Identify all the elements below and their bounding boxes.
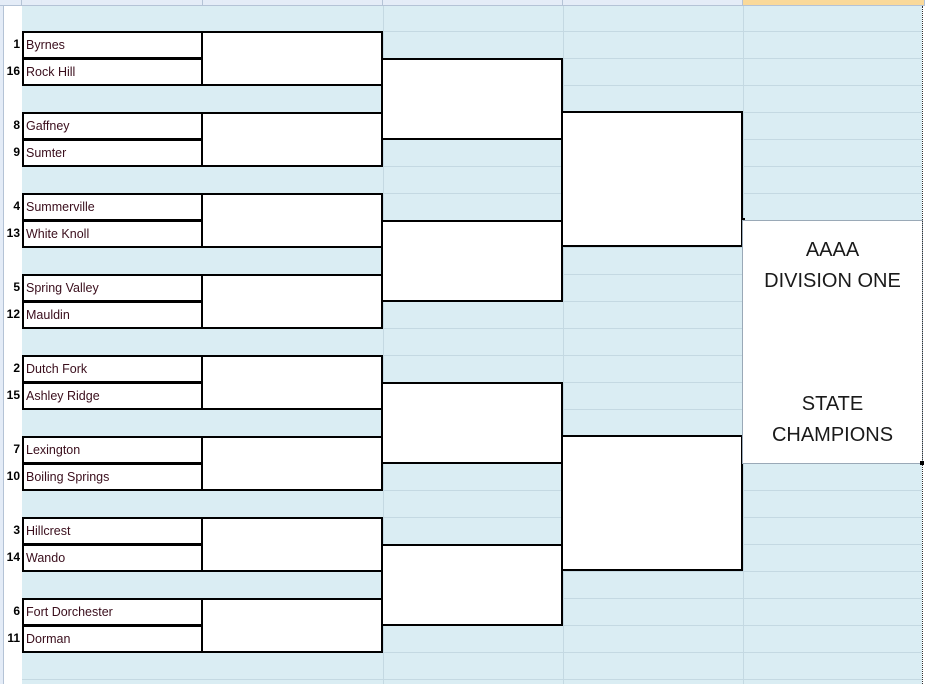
team-cell[interactable]: Mauldin [22,301,203,329]
champion-subtitle-line1: STATE [801,393,864,415]
champion-subtitle: STATE CHAMPIONS [743,389,922,451]
team-cell[interactable]: Summerville [22,193,203,221]
gridline-horizontal [22,490,922,491]
gridline-horizontal [22,193,922,194]
gridline-horizontal [22,652,922,653]
round2-box[interactable] [201,274,383,329]
seed-number: 5 [13,280,20,294]
column-header-a[interactable] [0,0,22,6]
column-header-c[interactable] [203,0,383,6]
round2-box[interactable] [201,31,383,86]
team-cell[interactable]: Gaffney [22,112,203,140]
team-cell[interactable]: Boiling Springs [22,463,203,491]
column-header-b[interactable] [22,0,203,6]
seed-number: 14 [6,550,20,564]
bracket-connector [381,462,563,464]
round3-box[interactable] [381,382,563,464]
round2-box[interactable] [201,517,383,572]
column-header-d[interactable] [383,0,563,6]
champion-title-line1: AAAA [805,239,860,261]
seed-number: 12 [6,307,20,321]
seed-number: 1 [13,37,20,51]
team-cell[interactable]: Ashley Ridge [22,382,203,410]
round2-box[interactable] [201,355,383,410]
round2-box[interactable] [201,193,383,248]
gridline-horizontal [22,166,922,167]
round4-box[interactable] [561,435,743,571]
column-header-e[interactable] [563,0,743,6]
seed-number: 16 [6,64,20,78]
champion-box[interactable]: AAAA DIVISION ONE STATE CHAMPIONS [742,220,923,464]
bracket-connector [741,218,745,220]
gridline-vertical [563,6,564,684]
champion-subtitle-line2: CHAMPIONS [771,424,894,446]
team-cell[interactable]: Hillcrest [22,517,203,545]
team-cell[interactable]: Rock Hill [22,58,203,86]
page-break-line [922,6,923,684]
team-cell[interactable]: Wando [22,544,203,572]
bracket-connector [381,624,563,626]
round2-box[interactable] [201,436,383,491]
round4-box[interactable] [561,111,743,247]
seed-number: 4 [13,199,20,213]
seed-number: 9 [13,145,20,159]
round3-box[interactable] [381,58,563,140]
team-cell[interactable]: Sumter [22,139,203,167]
bracket-connector [561,569,743,571]
gridline-horizontal [22,355,922,356]
team-cell[interactable]: Fort Dorchester [22,598,203,626]
bracket-connector [381,138,563,140]
team-cell[interactable]: Dorman [22,625,203,653]
gridline-horizontal [22,31,922,32]
seed-number: 13 [6,226,20,240]
seed-number: 8 [13,118,20,132]
gridline-horizontal [22,328,922,329]
seed-number: 6 [13,604,20,618]
gridline-vertical [383,6,384,684]
seed-number: 3 [13,523,20,537]
seed-column [4,6,22,684]
gridline-horizontal [22,517,922,518]
seed-number: 11 [7,631,20,645]
champion-title-line2: DIVISION ONE [764,270,901,292]
bracket-connector [381,300,563,302]
team-cell[interactable]: Byrnes [22,31,203,59]
round2-box[interactable] [201,112,383,167]
team-cell[interactable]: Lexington [22,436,203,464]
team-cell[interactable]: Spring Valley [22,274,203,302]
bracket-connector [561,245,743,247]
seed-number: 7 [13,442,20,456]
gridline-horizontal [22,679,922,680]
row-header-strip[interactable] [0,6,4,684]
round3-box[interactable] [381,220,563,302]
round3-box[interactable] [381,544,563,626]
seed-number: 10 [6,469,20,483]
team-cell[interactable]: White Knoll [22,220,203,248]
round2-box[interactable] [201,598,383,653]
team-cell[interactable]: Dutch Fork [22,355,203,383]
champion-title: AAAA DIVISION ONE [743,235,922,297]
selection-fill-handle[interactable] [920,461,924,465]
seed-number: 2 [13,361,20,375]
seed-number: 15 [6,388,20,402]
